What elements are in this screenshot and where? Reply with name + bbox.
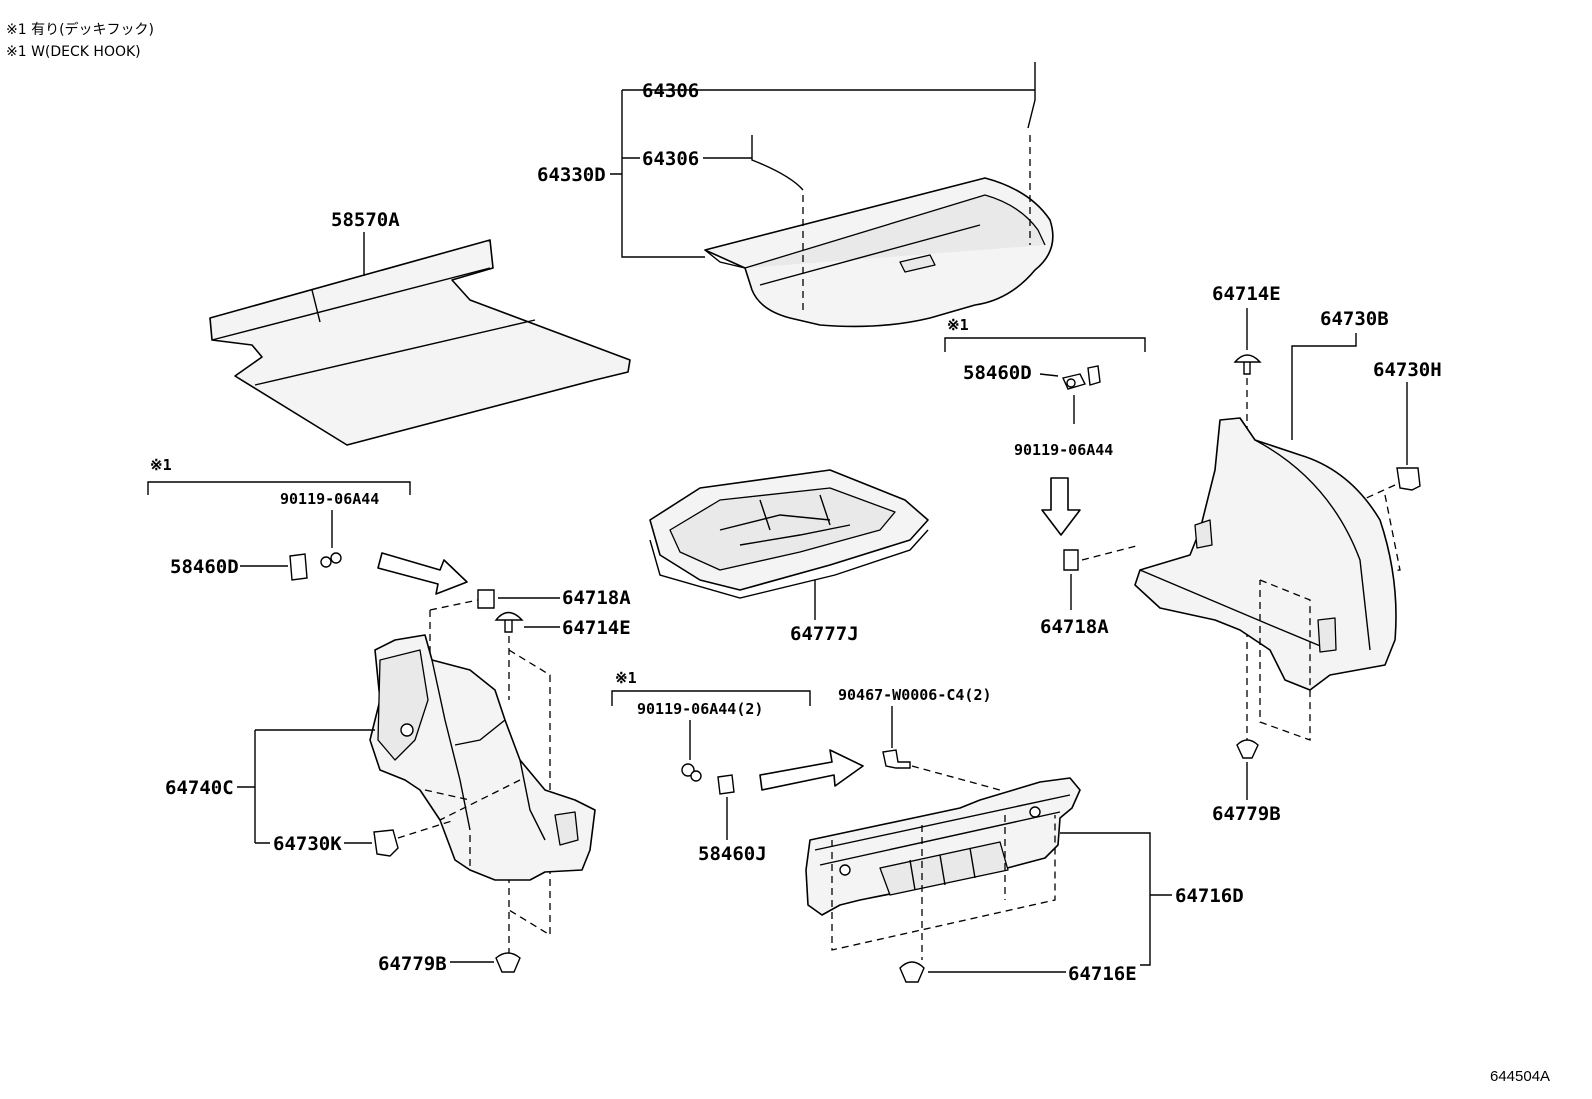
label-64730K: 64730K: [273, 833, 342, 855]
bracket-left: [147, 481, 411, 495]
back-trim-panel-drawing: [805, 777, 1081, 916]
clip-64718A-left: [477, 589, 495, 609]
label-90119-left: 90119-06A44: [280, 490, 379, 508]
clip-64716E: [899, 961, 925, 983]
clip-64714E-right: [1233, 354, 1262, 375]
label-58460J: 58460J: [698, 843, 767, 865]
label-64777J: 64777J: [790, 623, 859, 645]
clip-64714E-left: [494, 611, 524, 633]
label-64714E-left: 64714E: [562, 617, 631, 639]
label-58460D-left: 58460D: [170, 556, 239, 578]
clip-64730H: [1396, 467, 1421, 491]
label-90119-bottom: 90119-06A44(2): [637, 700, 763, 718]
label-64740C: 64740C: [165, 777, 234, 799]
group-mark-bottom: ※1: [615, 669, 637, 687]
diagram-code: 644504A: [1490, 1068, 1550, 1085]
dash-90467: [911, 765, 1001, 791]
dash-box-64730B: [1259, 579, 1311, 741]
dash-64730K: [397, 819, 456, 839]
right-side-trim-drawing: [1134, 417, 1397, 691]
arrow-left: [377, 552, 468, 595]
bracket-bottom: [611, 690, 811, 706]
dash-box-64716D: [831, 815, 1056, 960]
label-64730B: 64730B: [1320, 308, 1389, 330]
clip-64779B-right: [1236, 739, 1259, 759]
left-side-trim-drawing: [369, 634, 596, 881]
label-58570A: 58570A: [331, 209, 400, 231]
fastener-bottom-drawing: [681, 763, 735, 795]
clip-64779B-left: [495, 952, 521, 973]
label-90119-right: 90119-06A44: [1014, 441, 1113, 459]
hook-cord-drawings: [751, 62, 1036, 310]
clip-64718A-right: [1063, 549, 1079, 571]
label-64779B-right: 64779B: [1212, 803, 1281, 825]
clip-64730K: [373, 829, 399, 857]
label-64716D: 64716D: [1175, 885, 1244, 907]
leader-64330D: [610, 89, 1035, 258]
fastener-left-drawing: [289, 552, 342, 581]
spare-tray-drawing: [649, 469, 929, 599]
label-64306-lower: 64306: [642, 148, 699, 170]
dash-left-trim: [424, 779, 521, 870]
label-64716E: 64716E: [1068, 963, 1137, 985]
leader-64730B: [1291, 333, 1357, 440]
label-64330D: 64330D: [537, 164, 606, 186]
label-64306-upper: 64306: [642, 80, 699, 102]
label-64718A-right: 64718A: [1040, 616, 1109, 638]
label-64779B-left: 64779B: [378, 953, 447, 975]
label-58460D-right: 58460D: [963, 362, 1032, 384]
label-64714E-right: 64714E: [1212, 283, 1281, 305]
tonneau-cover-drawing: [704, 177, 1054, 328]
note-line-2: ※1 W(DECK HOOK): [6, 44, 141, 60]
leader-64716D: [1060, 832, 1172, 966]
group-mark-center-right: ※1: [947, 316, 969, 334]
dash-64718A-right: [1081, 544, 1141, 561]
leader-64740C: [237, 729, 375, 844]
clip-90467: [882, 749, 911, 769]
dash-64714E-left: [508, 636, 551, 955]
group-mark-left: ※1: [150, 456, 172, 474]
note-line-1: ※1 有り(デッキフック): [6, 21, 154, 38]
label-90467: 90467-W0006-C4(2): [838, 686, 992, 704]
leader-58460D-right: [1039, 373, 1059, 377]
deck-board-drawing: [209, 239, 631, 446]
label-64718A-left: 64718A: [562, 587, 631, 609]
label-64730H: 64730H: [1373, 359, 1442, 381]
fastener-right-drawing: [1062, 365, 1101, 424]
arrow-bottom: [759, 749, 864, 791]
arrow-right-down: [1041, 477, 1081, 536]
bracket-center-right: [944, 337, 1146, 352]
